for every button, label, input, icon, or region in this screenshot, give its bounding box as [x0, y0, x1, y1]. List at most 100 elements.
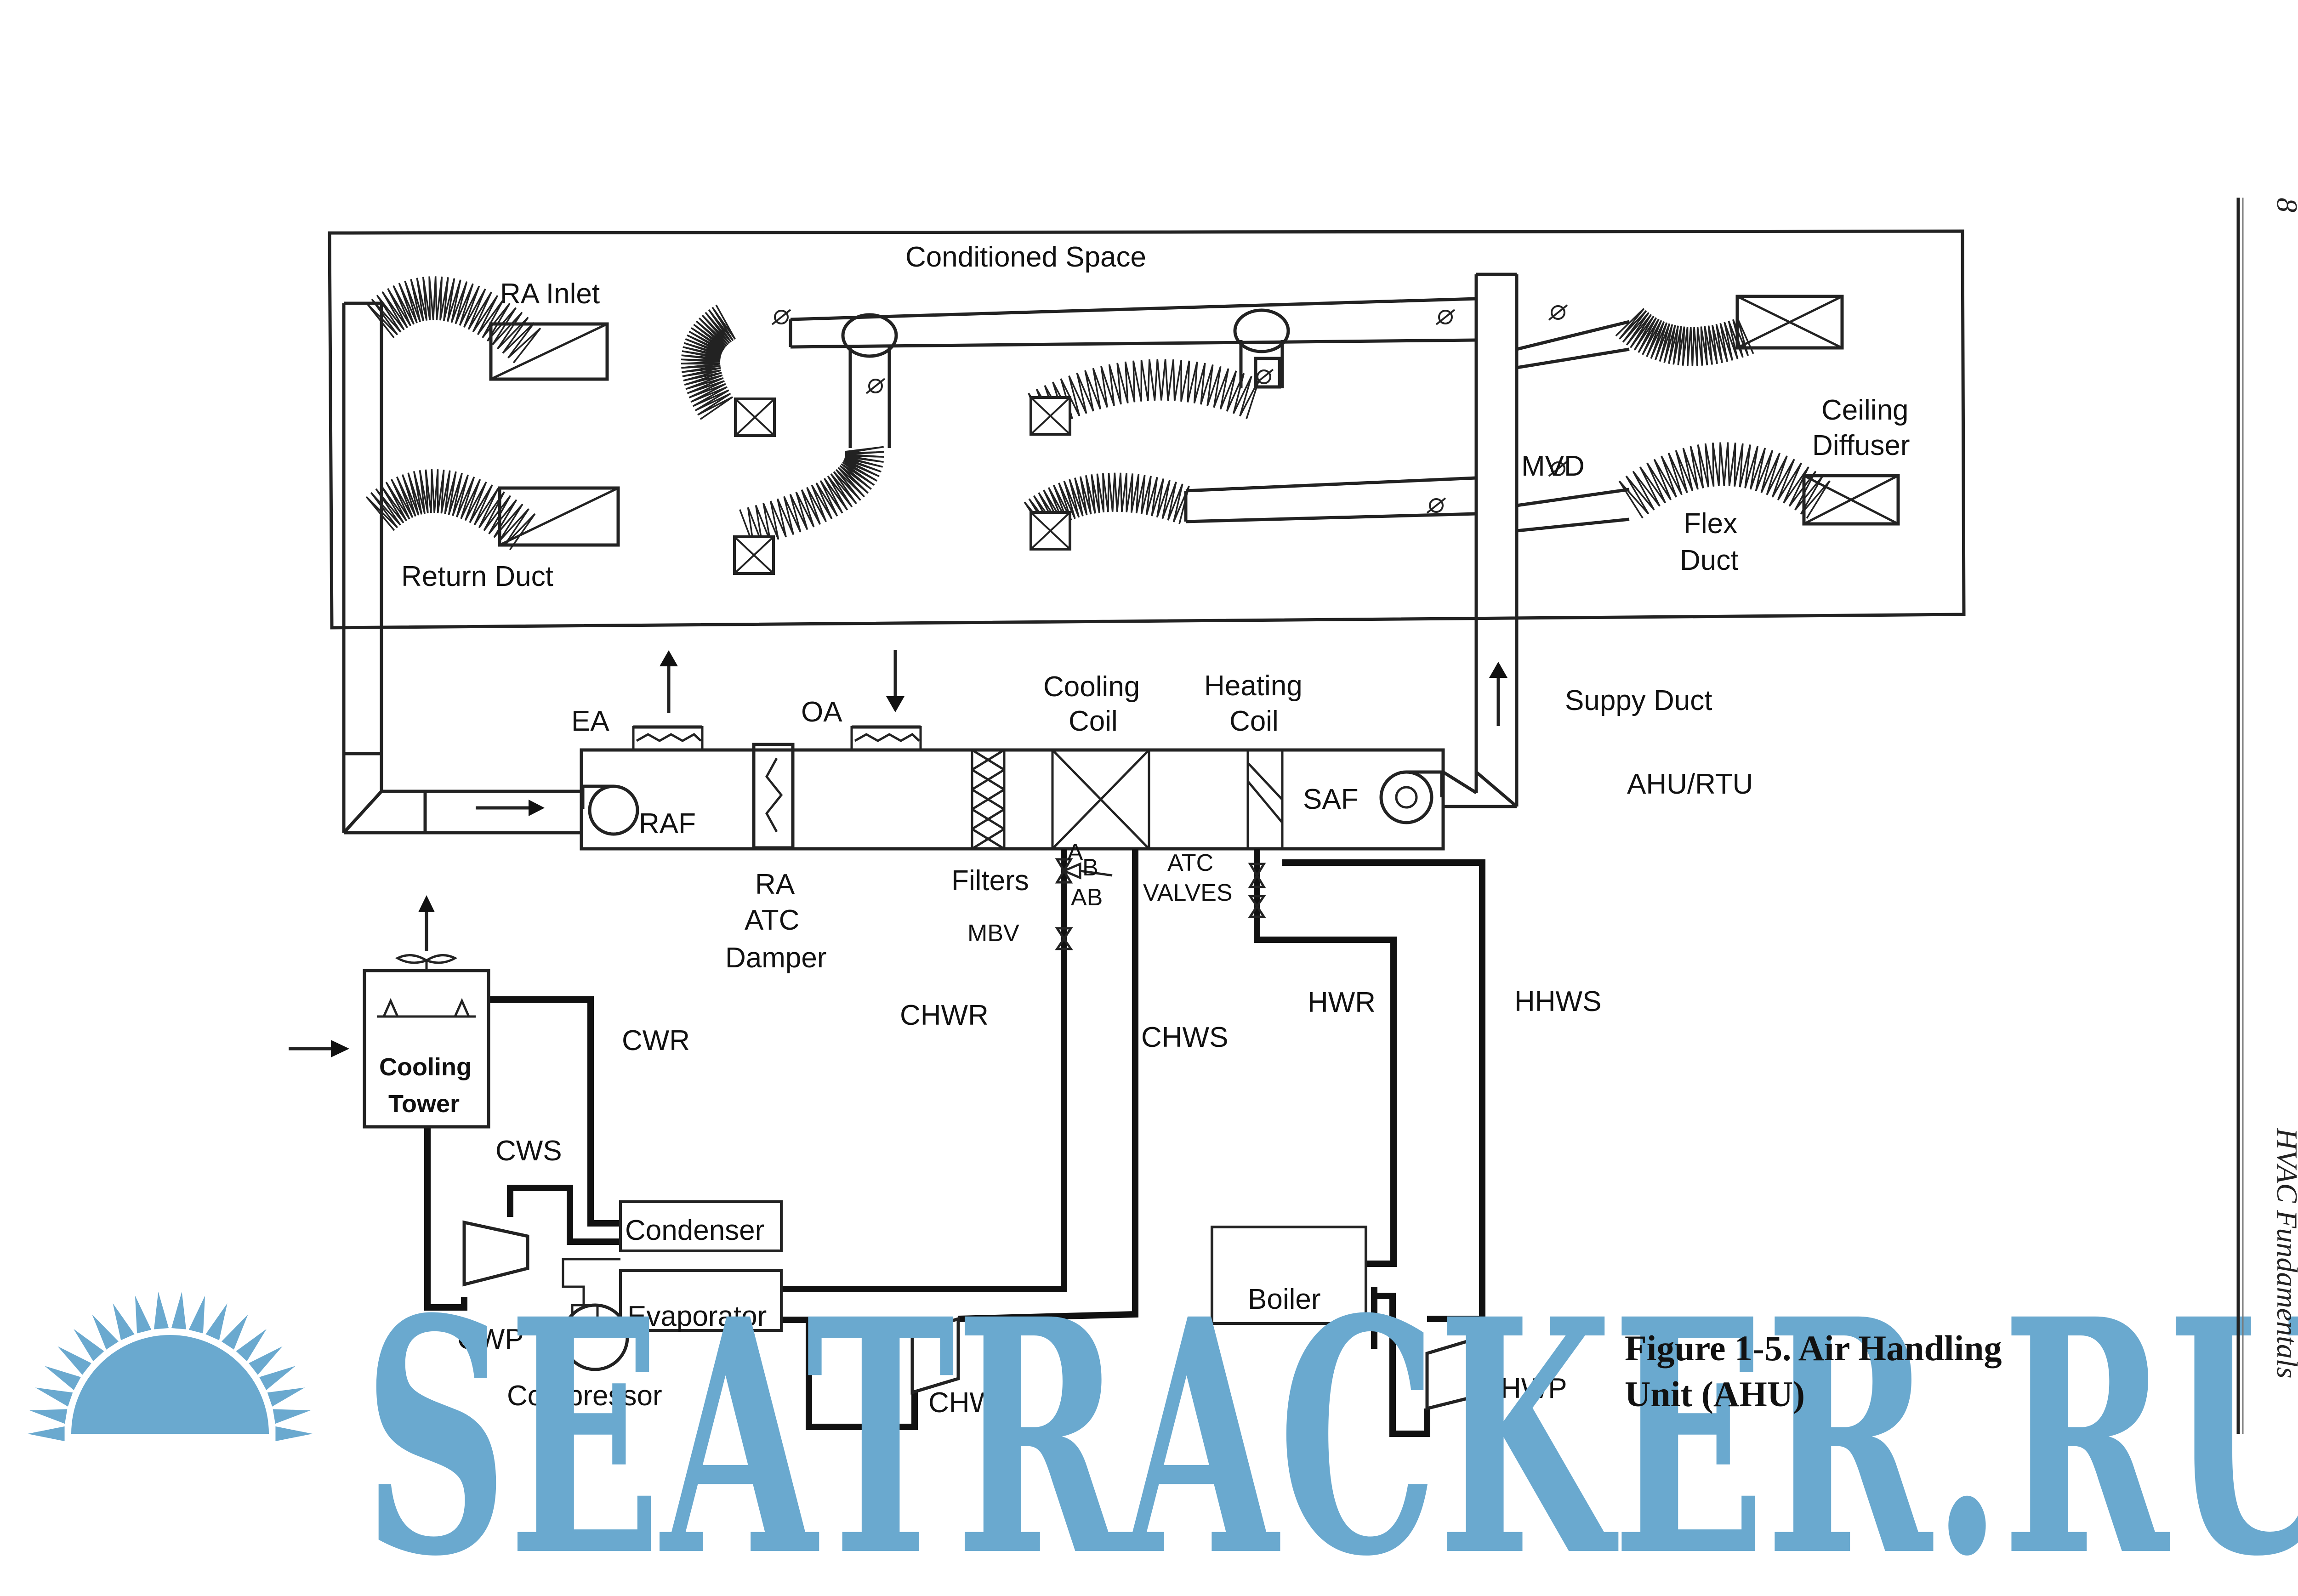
damper-blade-2	[865, 378, 886, 394]
oa-louver	[850, 725, 922, 750]
ceiling-label-1: Ceiling	[1821, 394, 1909, 426]
damper-blade-1	[771, 309, 791, 325]
running-head: HVAC Fundamentals	[2271, 1128, 2298, 1379]
supply-duct-label: Suppy Duct	[1565, 685, 1712, 716]
watermark-sun-disc	[71, 1335, 269, 1434]
piping	[424, 849, 1485, 1437]
evaporator-label: Evaporator	[627, 1301, 767, 1332]
cooling-tower-label-1: Cooling	[379, 1053, 472, 1081]
watermark-text: SEATRACKER.RU	[363, 1250, 2298, 1596]
filters-label: Filters	[951, 865, 1029, 897]
mixing-valve	[1055, 858, 1113, 884]
compressor	[561, 1258, 629, 1371]
tower-in-arrow-icon	[331, 1040, 349, 1057]
hwp-label: HWP	[1501, 1373, 1567, 1404]
flex-duct-1	[366, 276, 541, 364]
flex-label-1: Flex	[1684, 508, 1737, 540]
flex-duct-2	[365, 469, 536, 551]
small-diffuser-x2-2	[734, 536, 774, 574]
saf-label: SAF	[1303, 784, 1359, 815]
chws-label: CHWS	[1141, 1022, 1228, 1053]
return-duct-label: Return Duct	[401, 561, 553, 592]
condenser-label: Condenser	[625, 1215, 764, 1246]
small-diffusers	[733, 396, 1071, 575]
figure-caption-line-1: Figure 1-5. Air Handling	[1625, 1328, 2002, 1368]
ea-louver	[632, 725, 704, 750]
ahu-rtu-label: AHU/RTU	[1627, 768, 1753, 800]
supply-branches	[789, 273, 1630, 808]
ceiling-diffuser-top-right	[1735, 295, 1844, 350]
conditioned-space-box	[328, 229, 1966, 630]
mvd-label: MVD	[1521, 450, 1585, 482]
heating-coil-label-2: Coil	[1229, 705, 1279, 737]
flex-ducts	[365, 276, 1831, 551]
raf-label: RAF	[639, 808, 696, 840]
filter-hatch-b-1	[971, 768, 1005, 791]
return-fan	[581, 784, 639, 836]
compressor-label: Compressor	[507, 1380, 662, 1412]
filter-hatch-b-3	[971, 808, 1005, 830]
small-diffuser-x2-3	[1030, 397, 1071, 435]
ea-label: EA	[571, 705, 609, 737]
figure-caption-line-2: Unit (AHU)	[1625, 1374, 1805, 1414]
damper-blade-5	[1426, 497, 1446, 514]
atc-valves-label-1: ATC	[1167, 850, 1213, 876]
supply-fan	[1379, 770, 1444, 824]
heating-coil-label-1: Heating	[1204, 670, 1303, 702]
flex-duct-8	[1618, 442, 1831, 519]
hw-atc-valve	[1248, 863, 1266, 918]
page-number: 8	[2271, 198, 2298, 212]
flex-duct-4	[739, 446, 884, 547]
filter-hatch-b-0	[971, 749, 1005, 771]
flex-duct-7	[1615, 308, 1754, 366]
atc-label: ATC	[745, 904, 799, 936]
valve-a-label: A	[1067, 839, 1083, 866]
damper-blade-4	[1548, 304, 1568, 321]
watermark-sun-icon	[28, 1292, 313, 1442]
boiler-box	[1211, 1226, 1367, 1325]
filter-hatch-b-2	[971, 788, 1005, 811]
return-duct	[342, 301, 581, 835]
flex-duct-3	[681, 304, 736, 420]
hwr-label: HWR	[1308, 987, 1376, 1018]
cooling-coil-label-1: Cooling	[1043, 671, 1140, 703]
filter-hatch-b-4	[971, 828, 1005, 850]
tower-up-arrow-icon	[418, 895, 435, 912]
flex-label-2: Duct	[1680, 545, 1738, 576]
watermark: SEATRACKER.RU	[28, 1250, 2298, 1596]
ceiling-label-2: Diffuser	[1812, 430, 1910, 461]
ra-inlet-lower	[498, 486, 620, 547]
boiler-label: Boiler	[1248, 1284, 1321, 1315]
manual-volume-dampers	[771, 304, 1568, 514]
ra-inlet-upper	[489, 322, 609, 381]
cwp-pump	[462, 1220, 529, 1287]
ra-label: RA	[755, 869, 795, 900]
filter-bank	[971, 749, 1005, 850]
ea-arrow-icon	[660, 650, 678, 666]
heating-coil	[1247, 762, 1283, 824]
damper-blade-6	[1548, 460, 1568, 477]
conditioned-space-label: Conditioned Space	[905, 241, 1146, 273]
small-diffuser-x2-1	[734, 398, 775, 437]
supply-arrow-icon	[1489, 662, 1507, 678]
ra-inlet-label: RA Inlet	[500, 278, 600, 310]
cooling-tower-label-2: Tower	[388, 1090, 460, 1118]
flex-duct-5	[1028, 359, 1260, 432]
mbv-label: MBV	[967, 920, 1019, 947]
small-diffuser-x2-4	[1030, 511, 1071, 550]
ra-atc-damper	[752, 743, 795, 850]
ceiling-diffuser-lower-right	[1802, 474, 1900, 526]
chwp-pump	[910, 1317, 960, 1395]
valve-b-label: B	[1082, 854, 1098, 881]
cooling-coil	[1052, 749, 1150, 850]
cws-label: CWS	[495, 1135, 562, 1167]
cooling-coil-label-2: Coil	[1069, 705, 1118, 737]
chwp-label: CHWP	[928, 1387, 1015, 1419]
condenser-box	[619, 1200, 783, 1252]
mbv-valve	[1055, 927, 1073, 950]
chwr-label: CHWR	[900, 1000, 989, 1031]
hwp-pump	[1425, 1337, 1475, 1411]
damper-label: Damper	[725, 942, 827, 974]
damper-blade-7	[1254, 369, 1274, 385]
